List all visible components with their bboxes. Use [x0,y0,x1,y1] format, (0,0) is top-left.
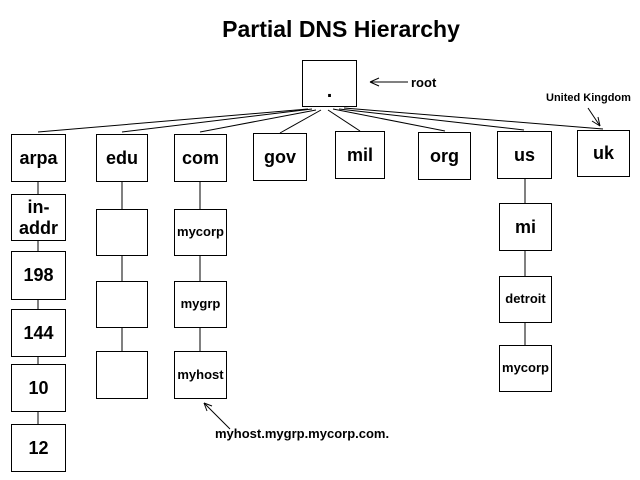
edge-root-mil [327,109,361,132]
node-198: 198 [11,251,66,300]
root-arrow [369,77,408,87]
node-mil: mil [335,131,385,179]
node-root: . [302,60,357,107]
diagram-title: Partial DNS Hierarchy [222,16,460,42]
node-edu-child-2 [96,281,148,328]
node-12: 12 [11,424,66,472]
node-com-mycorp: mycorp [174,209,227,256]
node-edu: edu [96,134,148,182]
edge-root-edu [121,108,313,133]
edge-root-us [338,108,525,131]
node-com-mygrp: mygrp [174,281,227,328]
node-gov: gov [253,133,307,181]
edge-root-org [332,108,446,132]
node-com: com [174,134,227,182]
node-uk: uk [577,130,630,177]
fqdn-callout-label: myhost.mygrp.mycorp.com. [215,426,390,441]
uk-arrow [587,107,601,127]
united-kingdom-callout-label: United Kingdom [546,92,631,104]
node-10: 10 [11,364,66,412]
node-in-addr: in- addr [11,194,66,241]
node-us: us [497,131,552,179]
edge-root-uk [343,107,604,130]
node-edu-child-3 [96,351,148,399]
edge-root-arpa [37,108,309,133]
node-us-detroit: detroit [499,276,552,323]
edge-root-gov [279,109,322,134]
node-144: 144 [11,309,66,357]
root-callout-label: root [411,75,437,90]
node-edu-child-1 [96,209,148,256]
node-com-myhost: myhost [174,351,227,399]
node-arpa: arpa [11,134,66,182]
node-org: org [418,132,471,180]
node-us-mi: mi [499,203,552,251]
edge-root-com [199,109,317,133]
node-us-mycorp: mycorp [499,345,552,392]
